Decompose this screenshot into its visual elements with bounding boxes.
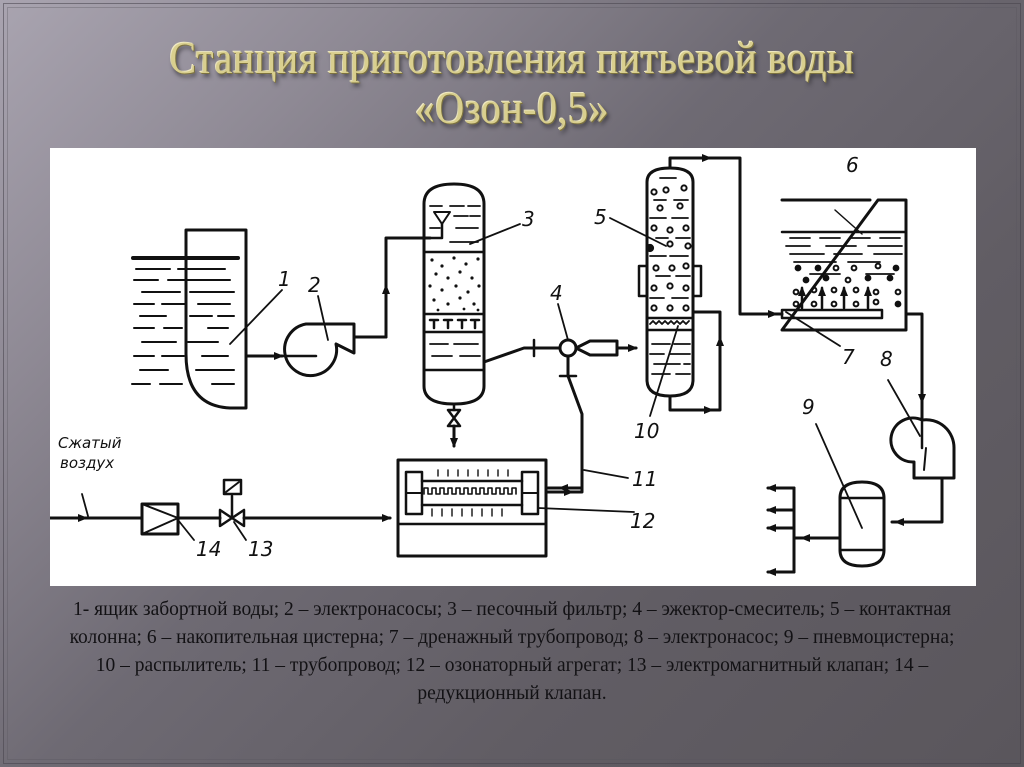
slide-subtitle: «Озон-0,5» (414, 81, 610, 134)
drain-pipe-7 (780, 308, 884, 320)
pneumatic-tank-9 (766, 480, 886, 576)
label-4: 4 (550, 281, 563, 305)
sand-filter-3 (384, 182, 486, 448)
label-9: 9 (802, 395, 815, 419)
solenoid-valve-13 (218, 478, 246, 528)
storage-tank-6 (780, 198, 926, 420)
label-5: 5 (594, 205, 607, 229)
label-1: 1 (278, 267, 291, 291)
label-2: 2 (308, 273, 321, 297)
label-14: 14 (196, 537, 221, 561)
label-8: 8 (880, 347, 893, 371)
ozonator-unit-12 (396, 458, 584, 558)
pump-8 (889, 416, 956, 526)
label-13: 13 (248, 537, 273, 561)
label-12: 12 (630, 509, 655, 533)
intake-box-1 (131, 228, 248, 410)
water-station-schematic: 1 2 3 4 5 6 7 8 9 10 11 12 13 14 Сжатый … (50, 153, 956, 576)
compressed-air-line (50, 478, 392, 536)
contact-column-5 (637, 154, 784, 414)
leader-lines (81, 209, 921, 541)
air-label-line2: воздух (60, 454, 114, 472)
label-6: 6 (846, 153, 859, 177)
label-10: 10 (634, 419, 659, 443)
label-7: 7 (842, 345, 855, 369)
label-3: 3 (522, 207, 535, 231)
slide-title: Станция приготовления питьевой воды (169, 31, 855, 84)
air-label-line1: Сжатый (58, 434, 122, 452)
diagram-panel: 1 2 3 4 5 6 7 8 9 10 11 12 13 14 Сжатый … (50, 148, 976, 586)
label-11: 11 (632, 467, 657, 491)
reduction-valve-14 (140, 502, 180, 536)
pump-2 (280, 236, 432, 378)
ejector-mixer-4 (546, 338, 638, 492)
legend-caption: 1- ящик забортной воды; 2 – электронасос… (69, 599, 955, 704)
